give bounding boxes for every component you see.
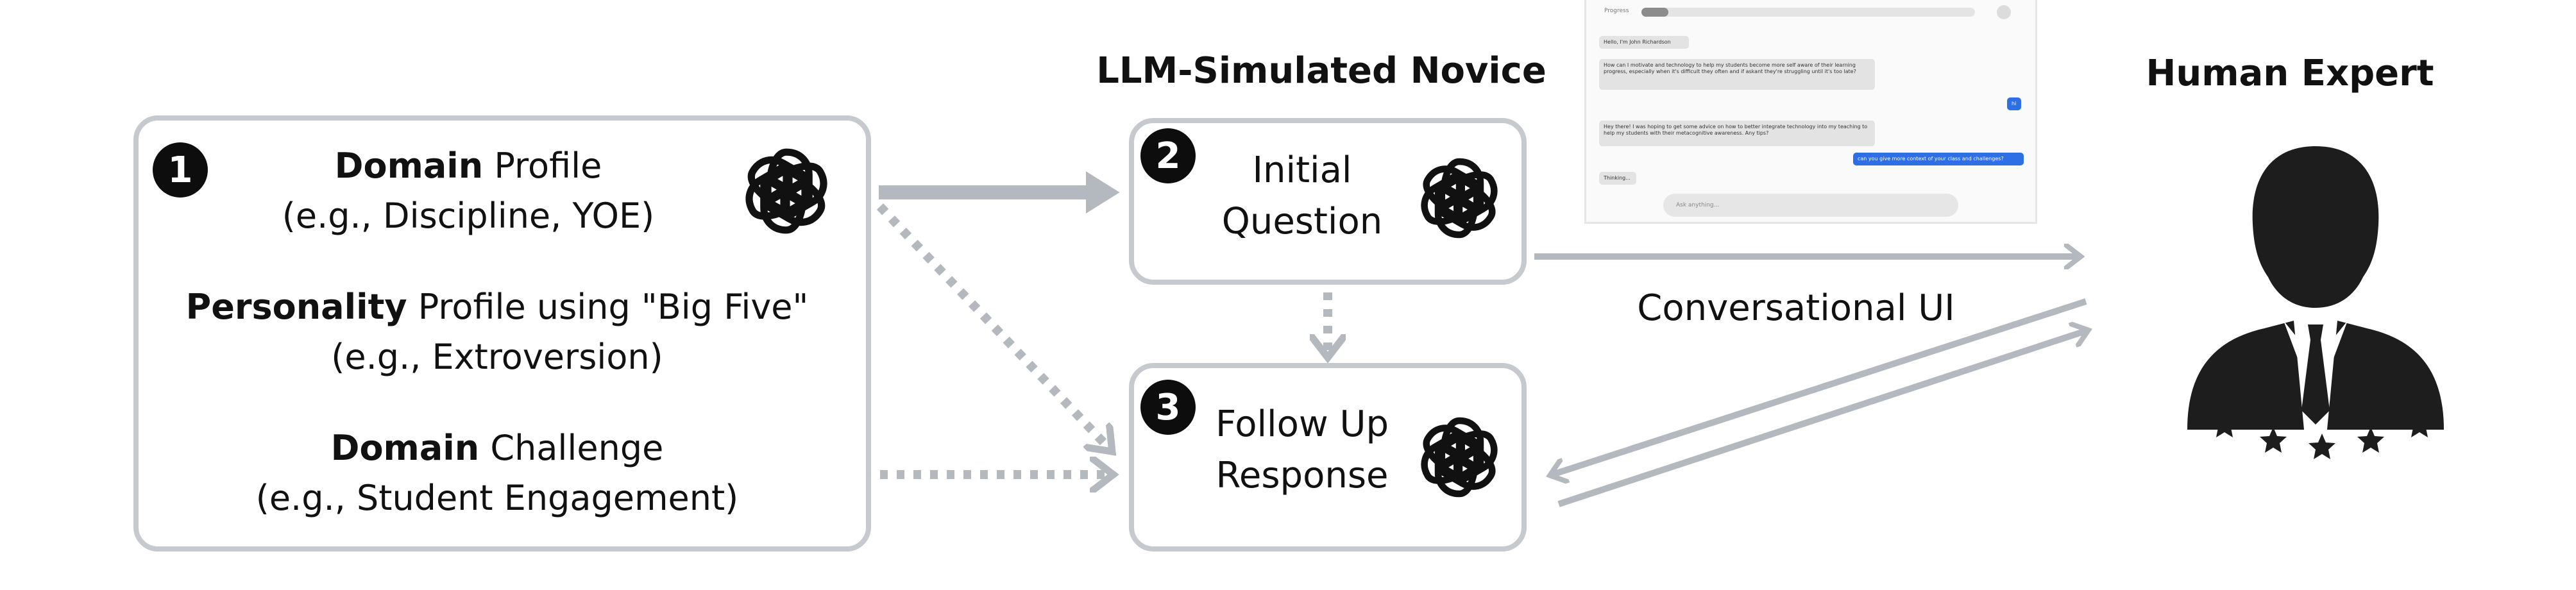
domain-profile-line: Domain Profile xyxy=(334,146,602,186)
arrow-expert-to-followup xyxy=(1552,298,2087,475)
conversational-ui-caption: Conversational UI xyxy=(1637,287,1955,329)
chat-message: Hey there! I was hoping to get some advi… xyxy=(1599,121,1875,146)
domain-challenge-example: (e.g., Student Engagement) xyxy=(255,478,739,518)
chat-message: How can I motivate and technology to hel… xyxy=(1599,59,1875,90)
human-expert-icon xyxy=(2187,146,2444,459)
chat-input[interactable]: Ask anything... xyxy=(1663,194,1958,217)
chat-message: Thinking... xyxy=(1599,172,1636,185)
llm-logo-icon xyxy=(735,140,838,242)
arrow-followup-to-expert xyxy=(1557,331,2086,507)
progress-bar xyxy=(1641,8,1975,17)
progress-fill xyxy=(1641,8,1668,17)
avatar xyxy=(1997,5,2011,19)
personality-profile-line: Personality Profile using "Big Five" xyxy=(185,287,809,327)
expert-header: Human Expert xyxy=(2146,53,2434,94)
conversational-ui-preview: Progress Hello, I'm John Richardson How … xyxy=(1584,0,2037,224)
step-3-badge: 3 xyxy=(1140,380,1196,435)
personality-profile-example: (e.g., Extroversion) xyxy=(331,337,663,377)
domain-challenge-line: Domain Challenge xyxy=(330,428,664,468)
step-2-badge: 2 xyxy=(1140,128,1196,183)
chat-message: Hello, I'm John Richardson xyxy=(1599,36,1689,49)
progress-label: Progress xyxy=(1604,8,1629,14)
llm-logo-icon-step2 xyxy=(1411,150,1507,246)
rating-stars xyxy=(2211,412,2433,459)
llm-logo-icon-step3 xyxy=(1411,409,1507,505)
arrow-profile-to-followup-diagonal xyxy=(876,203,1110,449)
domain-profile-example: (e.g., Discipline, YOE) xyxy=(282,196,655,236)
novice-header: LLM-Simulated Novice xyxy=(1096,50,1546,92)
chat-message: can you give more context of your class … xyxy=(1853,153,2024,165)
step-1-badge: 1 xyxy=(153,142,208,198)
chat-message: hi xyxy=(2007,97,2021,110)
